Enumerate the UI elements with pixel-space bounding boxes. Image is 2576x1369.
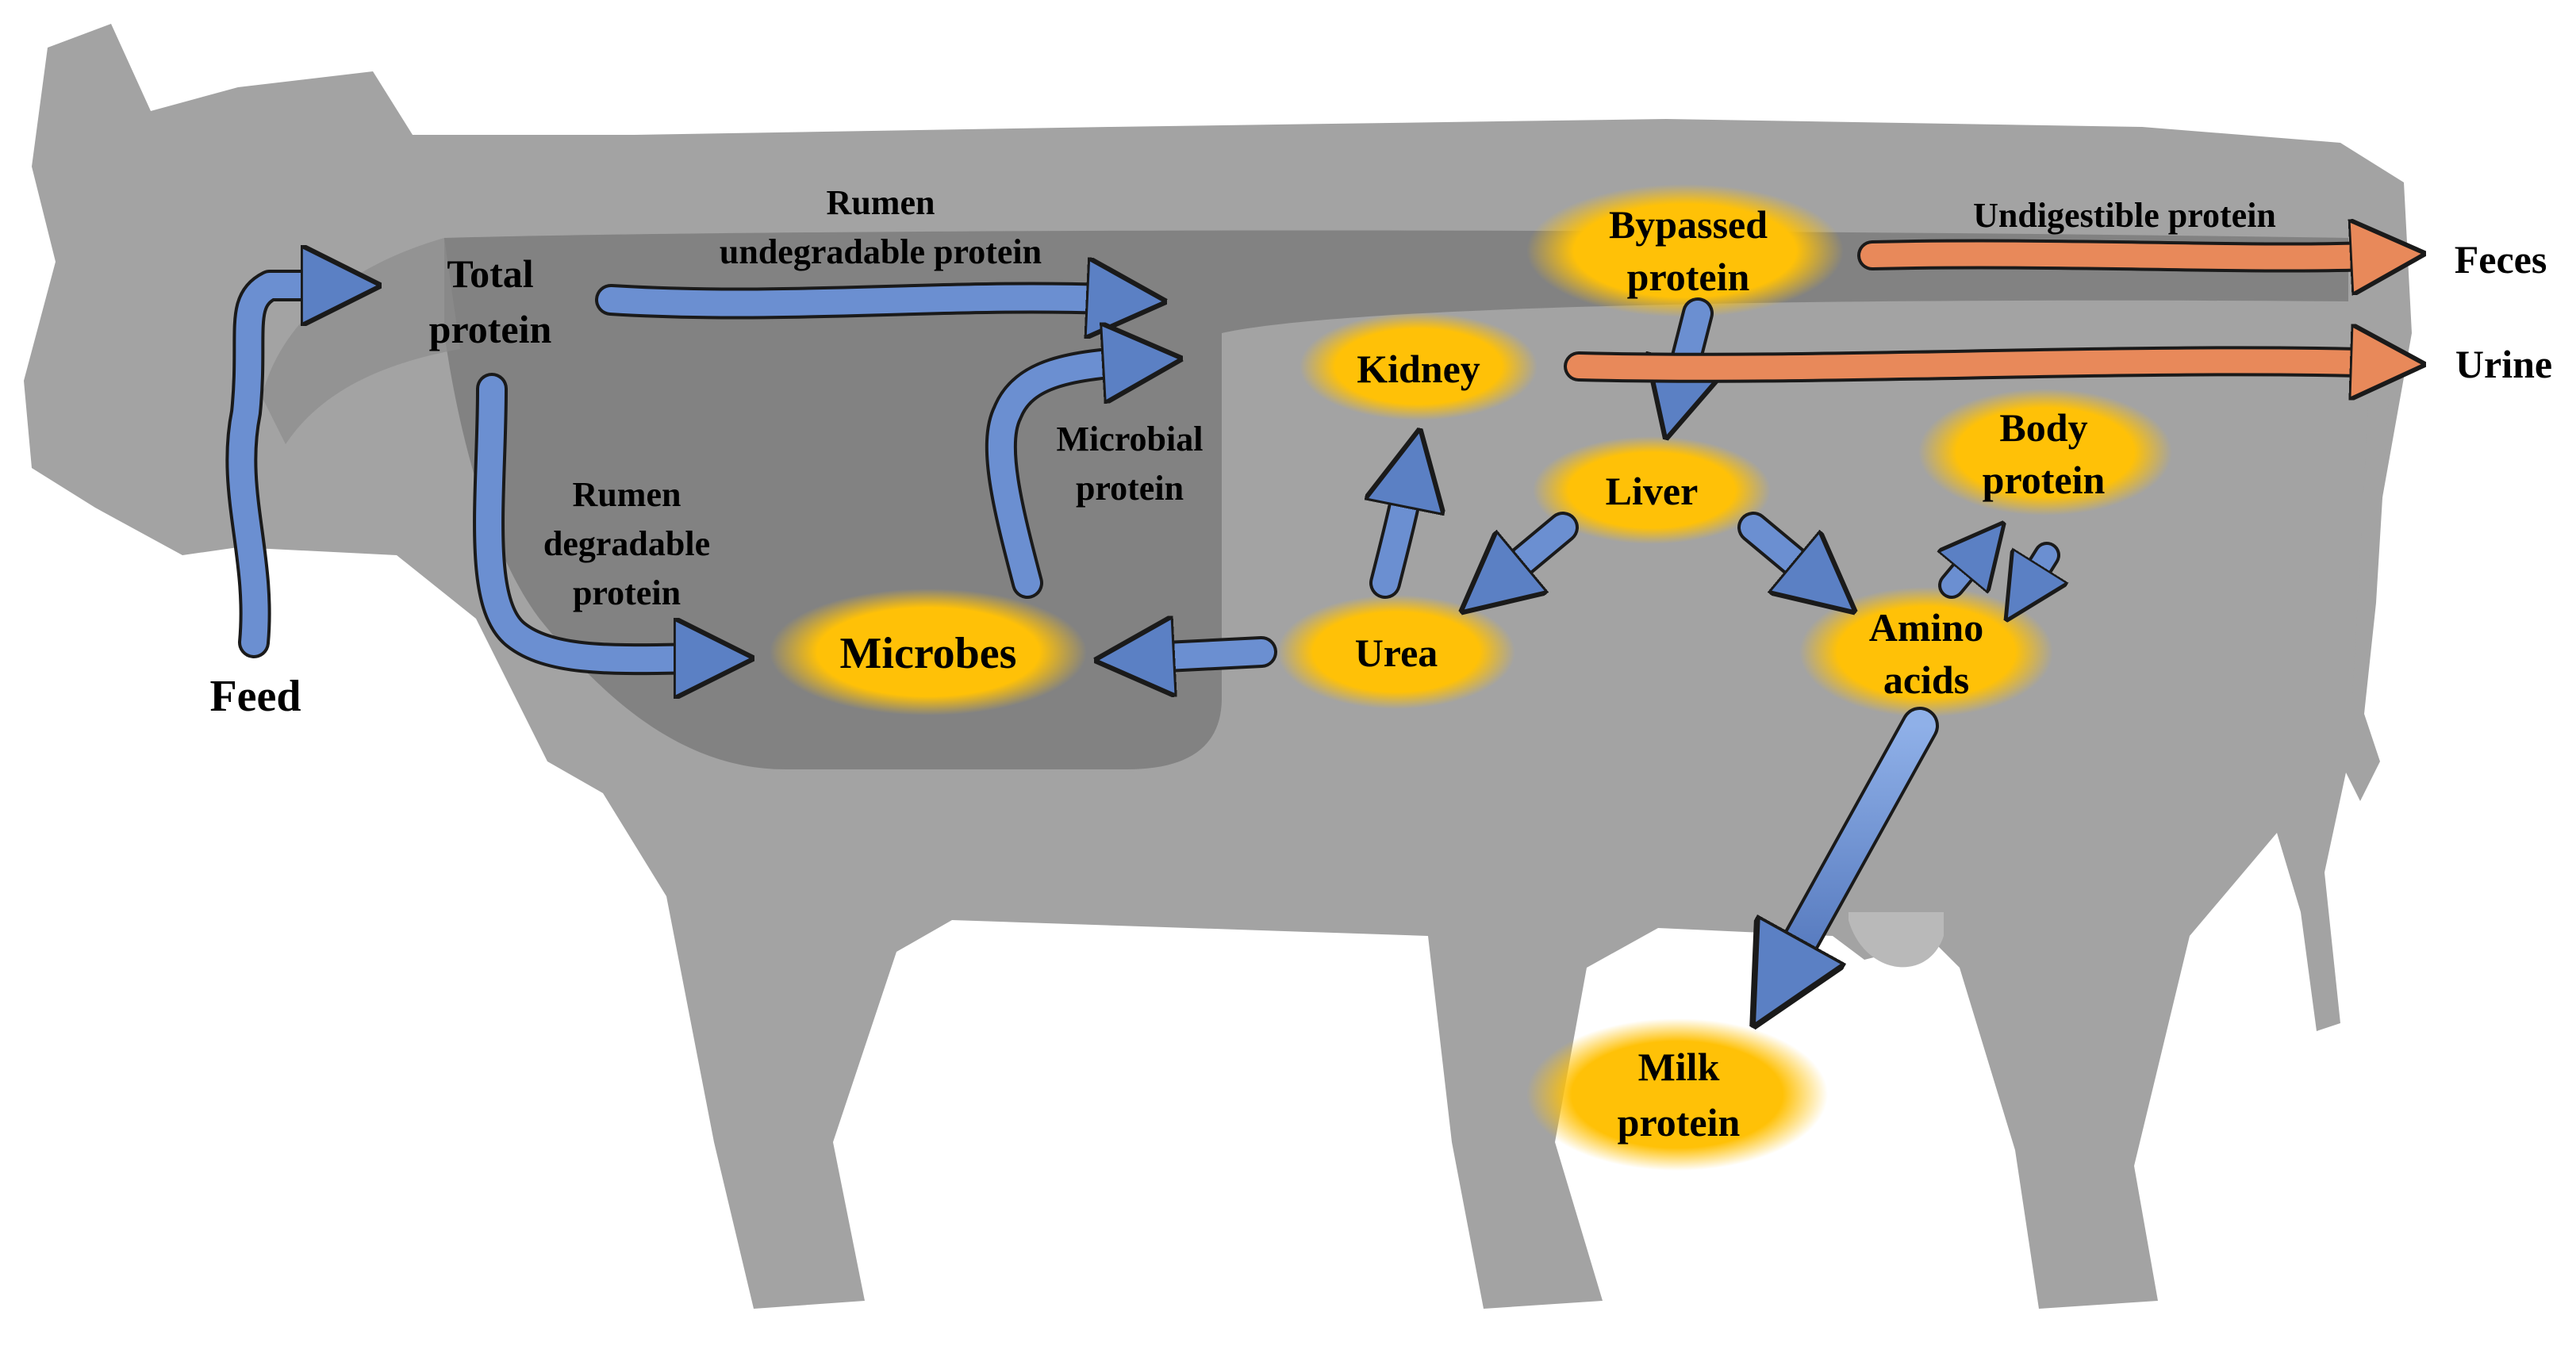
label-total-protein-line1: Total bbox=[447, 251, 533, 296]
arrow-liver-to-amino-acids-fill bbox=[1741, 515, 1825, 587]
label-milk-protein-line2: protein bbox=[1618, 1100, 1741, 1145]
label-liver: Liver bbox=[1606, 469, 1699, 513]
arrows bbox=[225, 254, 2388, 984]
arrow-body-protein-to-amino-fill bbox=[2023, 545, 2047, 593]
label-amino-acids-line2: acids bbox=[1883, 658, 1969, 702]
label-bypassed-protein-line1: Bypassed bbox=[1609, 202, 1768, 247]
cow-udder bbox=[1849, 912, 1944, 968]
label-rumen-undegradable-line1: Rumen bbox=[827, 183, 935, 222]
amino-acids-glow bbox=[1799, 587, 2053, 717]
arrow-to-urine-fill bbox=[1567, 361, 2388, 367]
label-rumen-degradable-line1: Rumen bbox=[573, 475, 681, 514]
label-rumen-degradable-line2: degradable bbox=[543, 524, 710, 563]
arrow-to-feces-fill bbox=[1860, 254, 2388, 257]
cow-tail bbox=[2340, 333, 2392, 801]
node-glows bbox=[770, 184, 2172, 1171]
arrow-feed-to-total-protein-fill bbox=[228, 286, 341, 655]
arrow-amino-to-body-protein-fill bbox=[1952, 547, 1983, 596]
label-rumen-undegradable-line2: undegradable protein bbox=[720, 232, 1042, 271]
label-microbial-protein-line2: protein bbox=[1076, 469, 1184, 508]
label-bypassed-protein-line2: protein bbox=[1627, 255, 1750, 299]
label-urine: Urine bbox=[2455, 342, 2552, 386]
node-labels: Feed Total protein Microbes Urea Kidney … bbox=[209, 202, 2552, 1145]
kidney-glow bbox=[1300, 313, 1538, 420]
arrow-microbial-protein-fill bbox=[988, 361, 1142, 596]
label-milk-protein-line1: Milk bbox=[1638, 1045, 1720, 1089]
milk-protein-glow bbox=[1526, 1018, 1828, 1171]
urea-glow bbox=[1277, 595, 1515, 709]
label-amino-acids-line1: Amino bbox=[1869, 605, 1983, 650]
liver-glow bbox=[1533, 436, 1771, 544]
arrow-urea-to-kidney-fill bbox=[1385, 468, 1412, 596]
edge-labels: Rumen undegradable protein Rumen degrada… bbox=[543, 183, 2276, 612]
arrow-rumen-undegradable-fill bbox=[598, 297, 1127, 303]
arrow-urea-to-microbes-fill bbox=[1134, 652, 1274, 658]
label-microbes: Microbes bbox=[840, 629, 1017, 678]
label-total-protein-line2: protein bbox=[429, 307, 552, 351]
label-undigestible-protein: Undigestible protein bbox=[1973, 196, 2276, 235]
neck-band bbox=[262, 238, 460, 444]
label-feed: Feed bbox=[209, 672, 301, 721]
arrow-liver-to-urea-fill bbox=[1491, 515, 1576, 587]
label-body-protein-line2: protein bbox=[1983, 458, 2106, 502]
label-body-protein-line1: Body bbox=[1999, 405, 2087, 450]
arrow-amino-to-milk-protein-fill bbox=[1777, 710, 1936, 984]
microbes-glow bbox=[770, 589, 1087, 715]
bypassed-protein-glow bbox=[1526, 184, 1844, 317]
label-rumen-degradable-line3: protein bbox=[573, 573, 681, 612]
body-protein-glow bbox=[1918, 389, 2172, 516]
label-microbial-protein-line1: Microbial bbox=[1057, 420, 1204, 458]
label-urea: Urea bbox=[1355, 631, 1438, 675]
label-feces: Feces bbox=[2455, 237, 2547, 282]
arrow-rumen-degradable-fill bbox=[476, 376, 714, 659]
label-kidney: Kidney bbox=[1357, 347, 1480, 391]
